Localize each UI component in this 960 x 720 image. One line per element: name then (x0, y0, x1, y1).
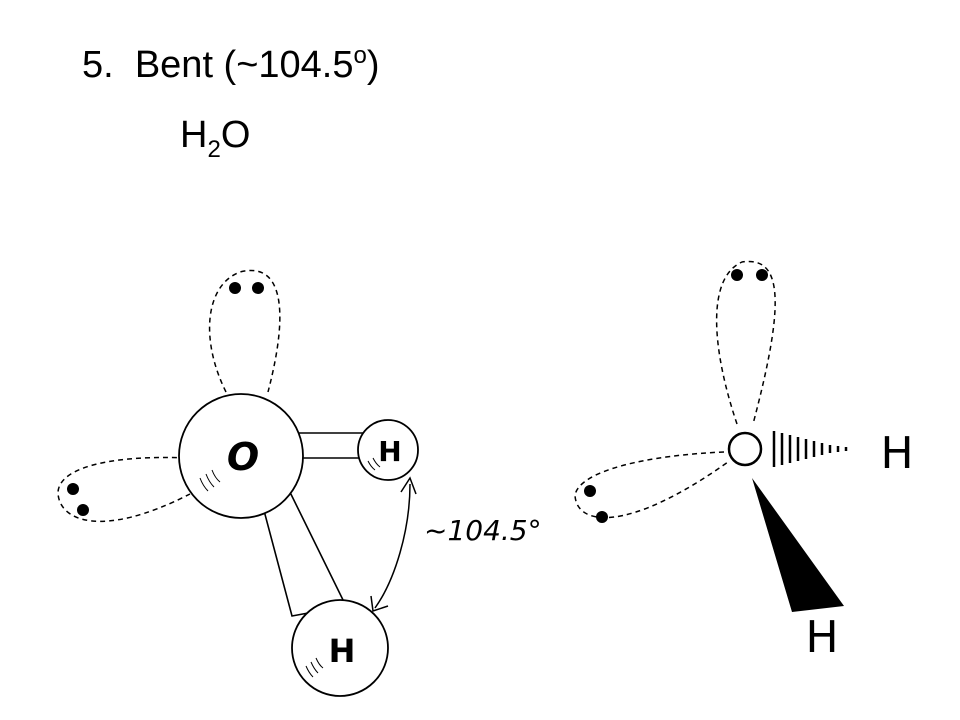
hydrogen-label-wedge: H (805, 612, 838, 663)
hydrogen-label-hashed: H (880, 428, 913, 479)
hydrogen-atom-sphere-bottom (291, 599, 389, 697)
hydrogen-atom-sphere-right (357, 419, 419, 481)
hydrogen-label-right: H (378, 435, 401, 468)
formula-base: H (180, 114, 208, 156)
arrowhead-icon (370, 595, 389, 612)
lone-pair-electron (756, 269, 768, 281)
bond-angle-arc (374, 483, 411, 609)
lone-pair-lobe-left (57, 456, 191, 523)
hydrogen-shading (305, 657, 324, 678)
lone-pair-lobe-left (574, 451, 729, 519)
oxygen-label: O (227, 435, 259, 479)
lone-pair-electron (252, 282, 264, 294)
slide-title: 5. Bent (~104.5o) (82, 42, 380, 86)
degree-superscript: o (353, 42, 367, 69)
lone-pair-electron (731, 269, 743, 281)
formula-subscript: 2 (207, 136, 221, 163)
formula-tail: O (220, 114, 251, 156)
lone-pair-electron (584, 485, 596, 497)
bond-angle-label: ~104.5° (424, 514, 542, 547)
oxygen-atom-sphere (178, 393, 304, 519)
hydrogen-label-bottom: H (329, 632, 356, 670)
lone-pair-lobe-top (715, 260, 776, 425)
hashed-bond (772, 431, 848, 467)
wedge-bond (752, 478, 844, 612)
lone-pair-lobe-top (208, 269, 281, 393)
right-model: H H (574, 260, 914, 663)
o-h-bond-right (298, 432, 367, 459)
left-model: O H H ~104.5° (57, 269, 542, 697)
title-text: Bent (~104.5 (134, 44, 354, 86)
hydrogen-shading (367, 457, 381, 471)
lone-pair-electron (67, 483, 79, 495)
arrowhead-icon (400, 476, 417, 495)
lone-pair-electron (229, 282, 241, 294)
lone-pair-electron (77, 504, 89, 516)
lone-pair-electron (596, 511, 608, 523)
title-number: 5. (82, 44, 114, 86)
oxygen-shading (199, 469, 221, 492)
molecule-formula: H2O (180, 116, 250, 162)
title-close-paren: ) (366, 44, 380, 86)
oxygen-atom-circle (727, 431, 763, 467)
